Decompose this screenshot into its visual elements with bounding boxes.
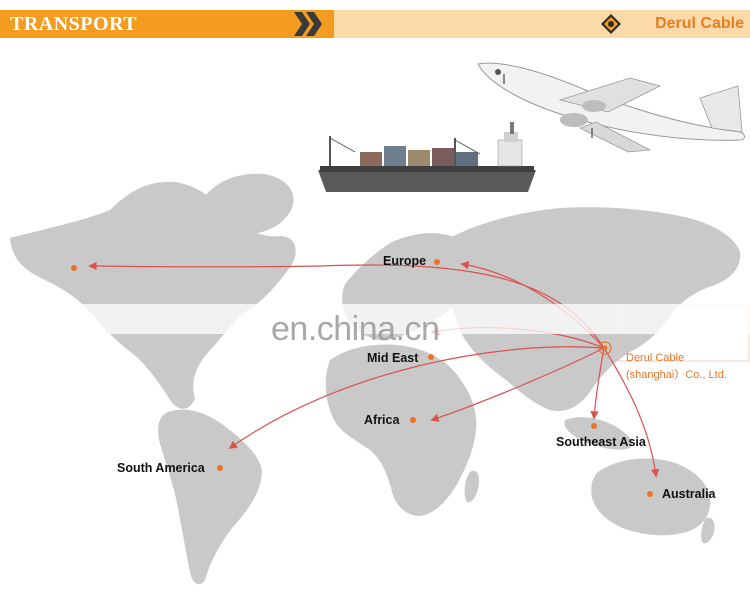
chevron-right-icon [294, 12, 322, 36]
route-africa [430, 347, 605, 422]
derul-logo-icon [601, 14, 621, 34]
south-america [158, 409, 262, 585]
marker-southeast-asia [591, 423, 597, 429]
route-australia [603, 347, 660, 478]
header-bar: TRANSPORT Derul Cable [0, 10, 750, 38]
brand-name: Derul Cable [655, 15, 744, 32]
watermark-band [0, 304, 750, 334]
label-mid-east: Mid East [367, 351, 419, 365]
new-zealand [701, 517, 715, 544]
marker-south-america [217, 465, 223, 471]
watermark-text: en.china.cn [271, 310, 440, 348]
origin-label: Derul Cable (shanghai）Co., Ltd. [626, 350, 727, 384]
label-africa: Africa [364, 413, 400, 427]
label-europe: Europe [383, 254, 427, 268]
label-australia: Australia [662, 487, 716, 501]
greenland [205, 173, 294, 235]
label-south-america: South America [117, 461, 205, 475]
africa [325, 344, 477, 516]
marker-europe [434, 259, 440, 265]
brand-area: Derul Cable [334, 10, 750, 38]
marker-africa [410, 417, 416, 423]
origin-label-line2: (shanghai）Co., Ltd. [626, 369, 727, 381]
airplane-icon [477, 62, 745, 153]
marker-australia [647, 491, 653, 497]
route-north-america [88, 261, 605, 349]
madagascar [464, 470, 480, 503]
page-title: TRANSPORT [10, 13, 138, 35]
world-map: en.china.cn Europe Mid East Africa South… [0, 40, 750, 610]
marker-mid-east [428, 354, 434, 360]
route-south-america [228, 346, 605, 449]
origin-label-line1: Derul Cable [626, 352, 685, 364]
southeast-asia-islands [564, 417, 633, 450]
north-america [10, 181, 296, 409]
destination-markers [71, 259, 653, 497]
origin-marker [598, 341, 612, 355]
label-southeast-asia: Southeast Asia [556, 435, 646, 449]
cargo-ship-icon [318, 122, 536, 192]
marker-north-america [71, 265, 77, 271]
